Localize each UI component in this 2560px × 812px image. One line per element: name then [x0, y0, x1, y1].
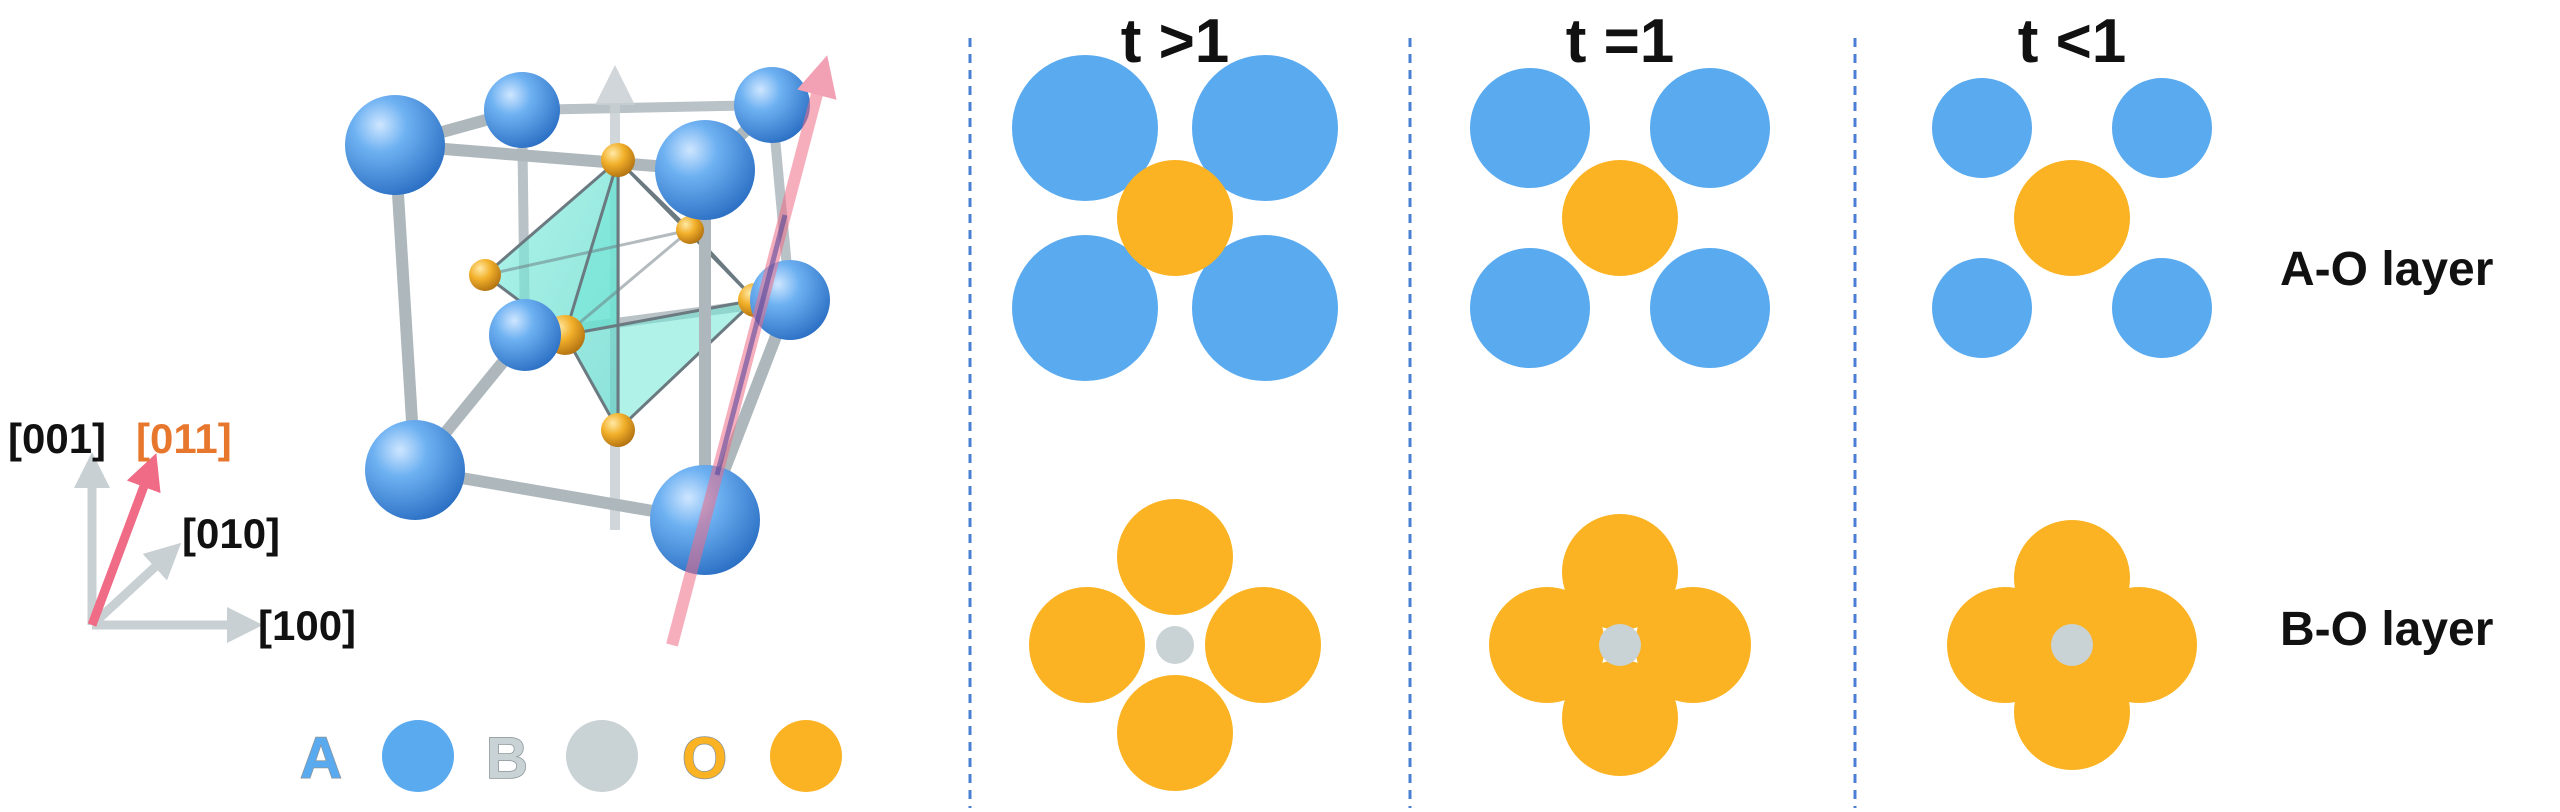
bo-t-greater-o-atom-4	[1117, 675, 1233, 791]
column-title-t-equal: t =1	[1566, 7, 1675, 76]
column-title-t-greater: t >1	[1121, 7, 1230, 76]
bo-t-less-b-atom	[2051, 624, 2093, 666]
ao-t-equal-a-atom-2	[1650, 68, 1770, 188]
atom-legend: A B O	[299, 720, 842, 792]
ao-t-less-a-atom-2	[2112, 78, 2212, 178]
axis-010-label: [010]	[182, 510, 280, 557]
axis-011-arrow	[87, 453, 161, 627]
bo-t-greater-b-atom	[1156, 626, 1194, 664]
bo-t-equal-b-atom	[1599, 624, 1641, 666]
bo-t-equal-o-atom-1	[1562, 514, 1678, 630]
ao-t-less-a-atom-4	[2112, 258, 2212, 358]
ao-t-greater-a-atom-2	[1192, 55, 1338, 201]
ao-t-less-a-atom-1	[1932, 78, 2032, 178]
legend-b-letter: B	[486, 726, 528, 791]
axis-001-label: [001]	[8, 415, 106, 462]
ao-t-equal-a-atom-1	[1470, 68, 1590, 188]
axis-triad: [001] [011] [010] [100]	[8, 415, 356, 649]
ao-t-greater-a-atom-3	[1012, 235, 1158, 381]
ao-t-less-o-atom	[2014, 160, 2130, 276]
row-labels: A-O layer B-O layer	[2280, 243, 2493, 656]
bo-t-less-o-atom-4	[2014, 654, 2130, 770]
legend-a-letter: A	[300, 726, 342, 791]
axis-011-label: [011]	[136, 415, 232, 462]
column-titles: t >1 t =1 t <1	[1121, 7, 2127, 76]
bo-t-greater-o-atom-1	[1117, 499, 1233, 615]
ao-t-equal-a-atom-3	[1470, 248, 1590, 368]
perovskite-unit-cell	[345, 55, 837, 647]
legend-o-letter: O	[682, 726, 727, 791]
legend-a-swatch	[382, 720, 454, 792]
legend-o-swatch	[770, 720, 842, 792]
row-label-ao-layer: A-O layer	[2280, 243, 2493, 296]
axis-100-label: [100]	[258, 602, 356, 649]
bo-t-greater-o-atom-3	[1205, 587, 1321, 703]
legend-b-swatch	[566, 720, 638, 792]
column-title-t-less: t <1	[2018, 7, 2127, 76]
ao-t-greater-a-atom-1	[1012, 55, 1158, 201]
ao-t-less-a-atom-3	[1932, 258, 2032, 358]
ao-t-greater-o-atom	[1117, 160, 1233, 276]
cell-a-atoms	[345, 67, 830, 575]
bo-t-equal-o-atom-2	[1489, 587, 1605, 703]
bo-t-greater-o-atom-2	[1029, 587, 1145, 703]
cell-011-direction-core	[714, 214, 788, 476]
layer-packing-schematics	[1012, 55, 2212, 791]
row-label-bo-layer: B-O layer	[2280, 603, 2493, 656]
ao-t-equal-o-atom	[1562, 160, 1678, 276]
ao-t-equal-a-atom-4	[1650, 248, 1770, 368]
bo-t-equal-o-atom-3	[1635, 587, 1751, 703]
ao-t-greater-a-atom-4	[1192, 235, 1338, 381]
axis-010-arrow	[88, 542, 182, 629]
column-dividers	[968, 38, 1857, 808]
bo-t-equal-o-atom-4	[1562, 660, 1678, 776]
